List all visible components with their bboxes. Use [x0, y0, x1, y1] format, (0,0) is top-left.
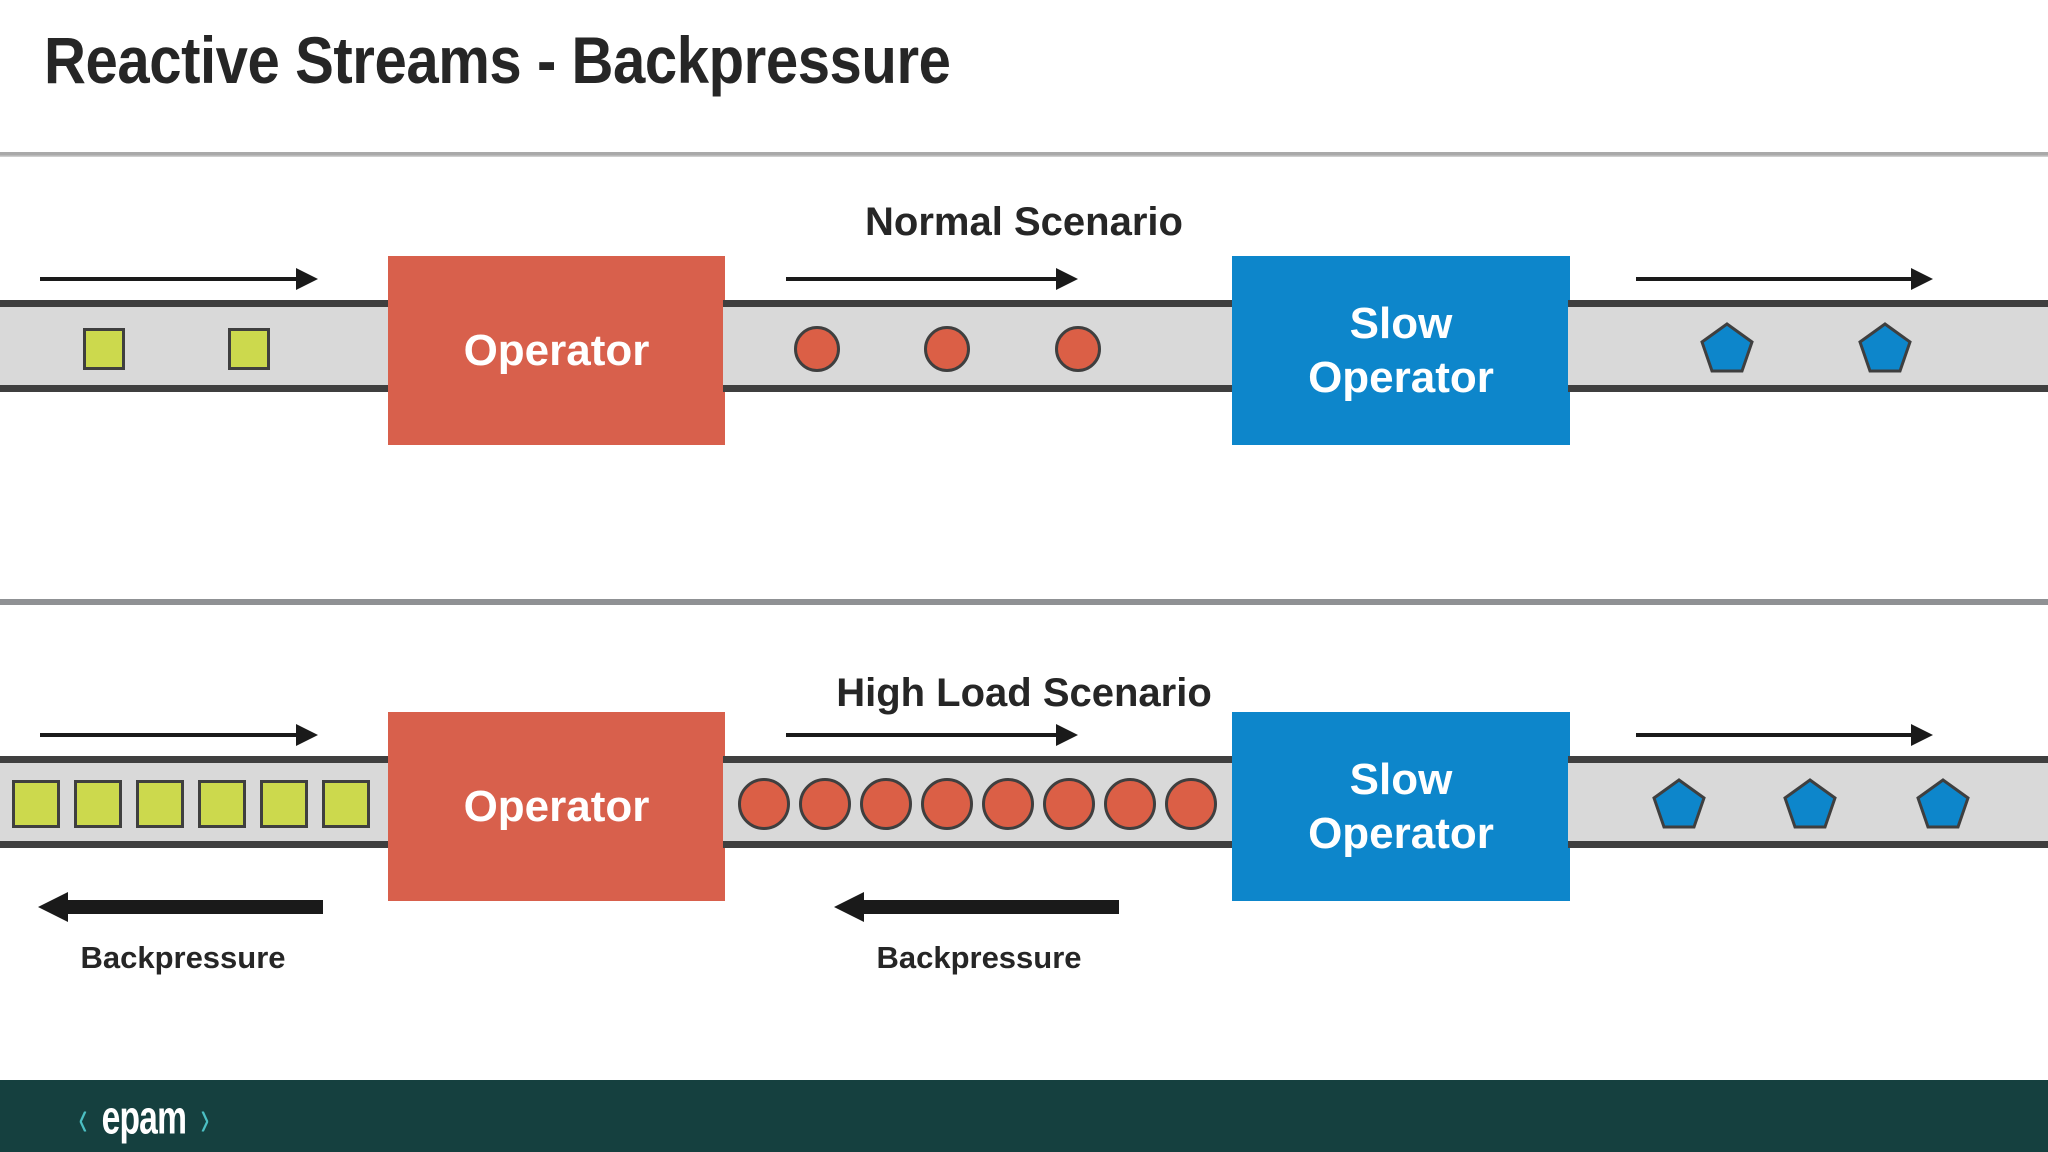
belt-item-pentagon — [1700, 322, 1754, 373]
divider-top — [0, 152, 2048, 157]
belt-item-square — [74, 780, 122, 828]
slow-operator-label-line1: Slow — [1349, 298, 1453, 348]
belt-item-pentagon — [1783, 778, 1837, 829]
belt-normal-source — [0, 300, 390, 392]
flow-arrow-normal-middle — [786, 268, 1078, 290]
belt-item-circle — [921, 778, 973, 830]
belt-item-square — [228, 328, 270, 370]
scenario-heading-highload: High Load Scenario — [836, 671, 1212, 715]
logo-close-bracket: › — [200, 1088, 210, 1147]
logo-wordmark: epam — [101, 1091, 187, 1144]
belt-item-circle — [924, 326, 970, 372]
epam-logo: ‹ epam › — [76, 1089, 212, 1146]
belt-item-square — [198, 780, 246, 828]
belt-item-circle — [794, 326, 840, 372]
flow-arrow-normal-source — [40, 268, 318, 290]
operator-box-highload[interactable]: Operator — [388, 712, 725, 901]
scenario-row-normal: Operator Slow Operator — [0, 256, 2048, 576]
flow-arrow-normal-output — [1636, 268, 1933, 290]
backpressure-label-source: Backpressure — [80, 940, 286, 975]
belt-item-circle — [860, 778, 912, 830]
belt-item-pentagon — [1652, 778, 1706, 829]
operator-box-label: Operator — [463, 781, 650, 831]
divider-middle — [0, 599, 2048, 605]
page-title: Reactive Streams - Backpressure — [44, 23, 951, 97]
slow-operator-label-line1: Slow — [1349, 754, 1453, 804]
belt-item-pentagon — [1858, 322, 1912, 373]
operator-box-label: Operator — [463, 325, 650, 375]
belt-item-circle — [738, 778, 790, 830]
flow-arrow-highload-source — [40, 724, 318, 746]
belt-item-circle — [1165, 778, 1217, 830]
backpressure-label-middle: Backpressure — [876, 940, 1082, 975]
belt-item-circle — [1055, 326, 1101, 372]
scenario-row-highload: Backpressure Operator Backpressure Slow … — [0, 712, 2048, 1072]
footer-bar — [0, 1080, 2048, 1152]
logo-open-bracket: ‹ — [78, 1088, 88, 1147]
belt-item-square — [12, 780, 60, 828]
slow-operator-box-highload[interactable]: Slow Operator — [1232, 712, 1570, 901]
scenario-heading-normal: Normal Scenario — [865, 200, 1183, 244]
belt-item-square — [322, 780, 370, 828]
belt-normal-after-slow-operator — [1568, 300, 2048, 392]
belt-item-square — [83, 328, 125, 370]
belt-item-circle — [1043, 778, 1095, 830]
belt-item-circle — [982, 778, 1034, 830]
belt-item-circle — [1104, 778, 1156, 830]
belt-item-circle — [799, 778, 851, 830]
flow-arrow-highload-middle — [786, 724, 1078, 746]
operator-box-normal[interactable]: Operator — [388, 256, 725, 445]
belt-item-square — [136, 780, 184, 828]
slow-operator-label-line2: Operator — [1308, 352, 1494, 402]
belt-item-square — [260, 780, 308, 828]
backpressure-arrow-middle — [834, 892, 1119, 922]
slow-operator-box-normal[interactable]: Slow Operator — [1232, 256, 1570, 445]
backpressure-arrow-source — [38, 892, 323, 922]
flow-arrow-highload-output — [1636, 724, 1933, 746]
slow-operator-label-line2: Operator — [1308, 808, 1494, 858]
belt-item-pentagon — [1916, 778, 1970, 829]
